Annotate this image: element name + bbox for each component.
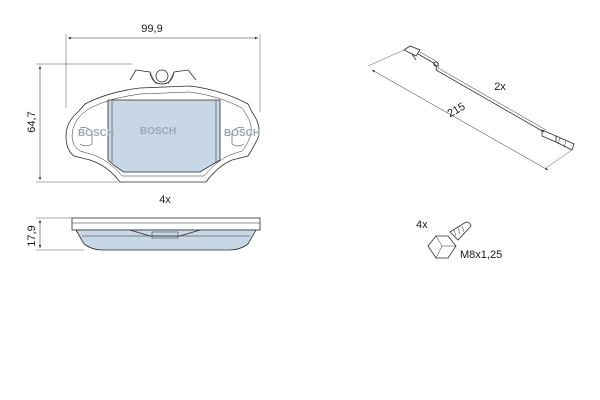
backing-plate-outline bbox=[65, 85, 260, 183]
friction-material bbox=[107, 99, 221, 173]
brand-mark-right: BOSCH bbox=[224, 128, 260, 139]
mounting-bolt bbox=[427, 221, 472, 259]
height-label: 64,7 bbox=[26, 111, 38, 132]
width-label: 99,9 bbox=[141, 23, 162, 35]
wire-length-dimension: 215 bbox=[367, 49, 573, 171]
anti-rattle-spring bbox=[129, 69, 197, 85]
pad-front-view: BOSCH BOSCH BOSCH bbox=[65, 69, 260, 183]
bolt-hex-head bbox=[427, 235, 457, 259]
pad-side-view bbox=[71, 217, 261, 251]
spring-legs bbox=[149, 71, 175, 85]
brand-mark-left: BOSCH bbox=[78, 128, 114, 139]
bolt-shank bbox=[449, 221, 472, 241]
wire-quantity-label: 2x bbox=[494, 81, 506, 93]
side-spring-clip bbox=[151, 231, 179, 239]
height-dimension: 64,7 bbox=[26, 63, 132, 183]
thickness-label: 17,9 bbox=[26, 225, 38, 246]
backing-plate-inner bbox=[71, 91, 252, 177]
wear-sensor-wire bbox=[403, 45, 575, 151]
bolt-thread-label: M8x1,25 bbox=[460, 249, 502, 261]
bolt-quantity-label: 4x bbox=[416, 219, 428, 231]
wire-clip bbox=[433, 61, 439, 67]
spring-loop bbox=[155, 69, 169, 83]
side-friction-material bbox=[75, 229, 257, 251]
right-ear-notch bbox=[231, 127, 245, 147]
wire-length-label: 215 bbox=[446, 101, 468, 121]
thickness-dimension: 17,9 bbox=[26, 217, 84, 251]
width-dimension: 99,9 bbox=[65, 23, 261, 112]
brand-mark-center: BOSCH bbox=[140, 126, 176, 137]
side-spring bbox=[129, 229, 201, 237]
sensor-probe bbox=[555, 135, 575, 151]
pad-quantity-label: 4x bbox=[159, 194, 171, 206]
left-ear-notch bbox=[79, 127, 93, 147]
side-backing-plate bbox=[71, 217, 261, 231]
